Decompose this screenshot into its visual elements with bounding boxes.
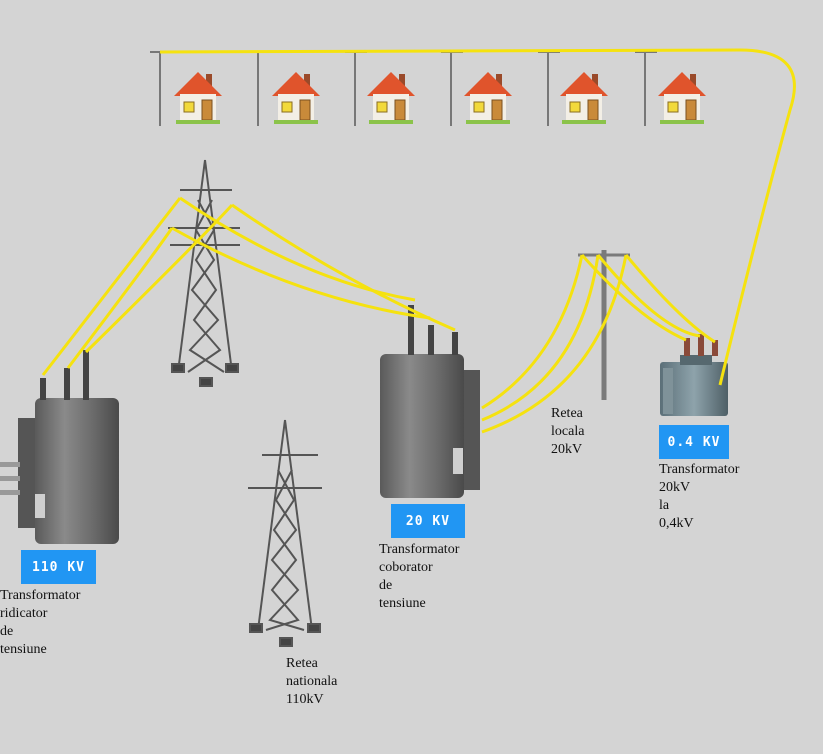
step-down-voltage-button[interactable]: 20 KV	[391, 504, 465, 538]
label-line: de	[379, 578, 393, 593]
label-line: tensiune	[0, 642, 47, 657]
label-line: 20kV	[551, 442, 583, 457]
local-voltage-button[interactable]: 0.4 KV	[659, 425, 729, 459]
transformer-icon	[0, 350, 119, 544]
step-up-voltage-button[interactable]: 110 KV	[21, 550, 96, 584]
step-down-transformer-label: Transformator coborator de tensiune	[379, 541, 459, 613]
pylon-icon	[248, 419, 322, 647]
pylon-icon	[168, 159, 240, 387]
label-line: nationala	[286, 674, 338, 689]
label-line: 0,4kV	[659, 516, 694, 531]
label-line: ridicator	[0, 606, 48, 621]
national-network-label: Retea nationala 110kV	[286, 655, 337, 709]
local-transformer-label: Transformator 20kV la 0,4kV	[659, 461, 739, 533]
label-line: coborator	[379, 560, 433, 575]
label-line: Transformator	[379, 542, 460, 557]
label-line: de	[0, 624, 14, 639]
label-line: 110kV	[286, 692, 324, 707]
house-icon	[558, 66, 610, 126]
label-line: 20kV	[659, 480, 691, 495]
house-icon	[656, 66, 708, 126]
house-icon	[270, 66, 322, 126]
label-line: Transformator	[0, 588, 81, 603]
label-line: la	[659, 498, 670, 513]
house-icon	[365, 66, 417, 126]
house-icon	[172, 66, 224, 126]
label-line: Retea	[551, 406, 583, 421]
label-line: Transformator	[659, 462, 740, 477]
power-lines	[41, 48, 796, 434]
house-poles	[159, 52, 646, 126]
label-line: Retea	[286, 656, 318, 671]
label-line: tensiune	[379, 596, 426, 611]
transformer-icon	[660, 334, 728, 416]
step-up-transformer-label: Transformator ridicator de tensiune	[0, 587, 80, 659]
house-icon	[462, 66, 514, 126]
transformer-icon	[380, 305, 480, 498]
label-line: locala	[551, 424, 585, 439]
local-network-label: Retea locala 20kV	[551, 405, 584, 459]
